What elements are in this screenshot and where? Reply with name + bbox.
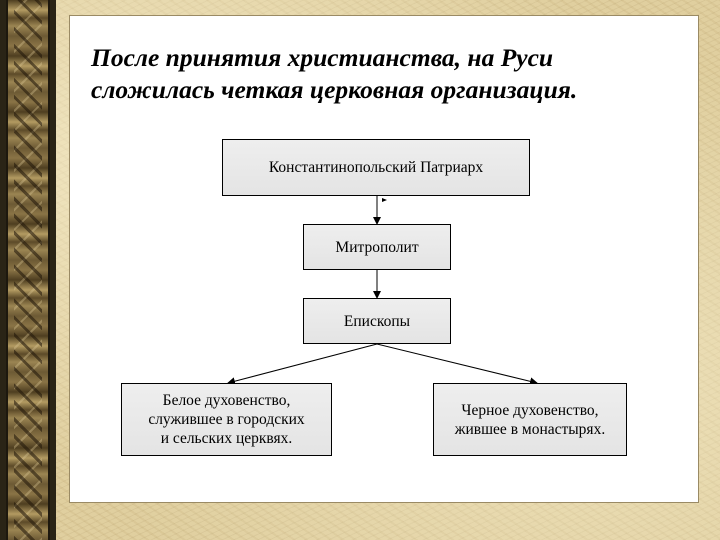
node-metropolitan-label: Митрополит	[335, 238, 419, 256]
slide-title: После принятия христианства, на Руси сло…	[91, 42, 681, 106]
edge-bishops-black-clergy	[376, 343, 538, 386]
node-white-clergy-label: Белое духовенство, служившее в городских…	[148, 392, 305, 447]
node-black-clergy-label: Черное духовенство, жившее в монастырях.	[454, 401, 606, 438]
node-metropolitan: Митрополит	[303, 224, 451, 270]
stray-arrow-mark	[382, 198, 387, 202]
node-bishops-label: Епископы	[343, 312, 411, 330]
node-patriarch-label: Константинопольский Патриарх	[268, 159, 484, 176]
node-white-clergy: Белое духовенство, служившее в городских…	[121, 383, 332, 456]
edge-bishops-white-clergy	[227, 343, 378, 386]
decorative-border-strip	[0, 0, 56, 540]
node-bishops: Епископы	[303, 298, 451, 344]
title-line-2: сложилась четкая церковная организация.	[91, 75, 578, 104]
node-patriarch: Константинопольский Патриарх	[222, 139, 530, 196]
decorative-strip-marks	[14, 0, 42, 540]
node-black-clergy: Черное духовенство, жившее в монастырях.	[433, 383, 627, 456]
title-line-1: После принятия христианства, на Руси	[91, 43, 554, 72]
